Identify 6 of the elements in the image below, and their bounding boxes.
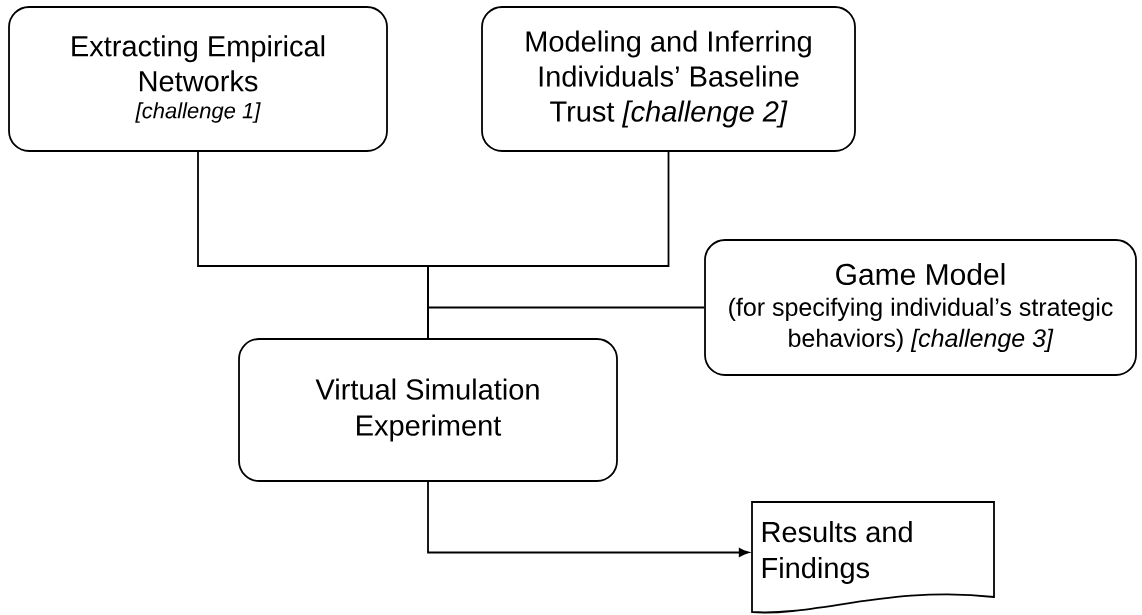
connector	[427, 306, 705, 339]
process-box: Extracting Empirical Networks [challenge 1]	[8, 6, 388, 152]
connector	[427, 481, 750, 557]
process-box: Virtual Simulation Experiment	[238, 338, 618, 482]
process-box: Modeling and Inferring Individuals’ Baseline Trust [challenge 2]	[481, 6, 856, 152]
process-box: Game Model (for specifying individual’s strategic behaviors) [challenge 3]	[704, 239, 1137, 376]
